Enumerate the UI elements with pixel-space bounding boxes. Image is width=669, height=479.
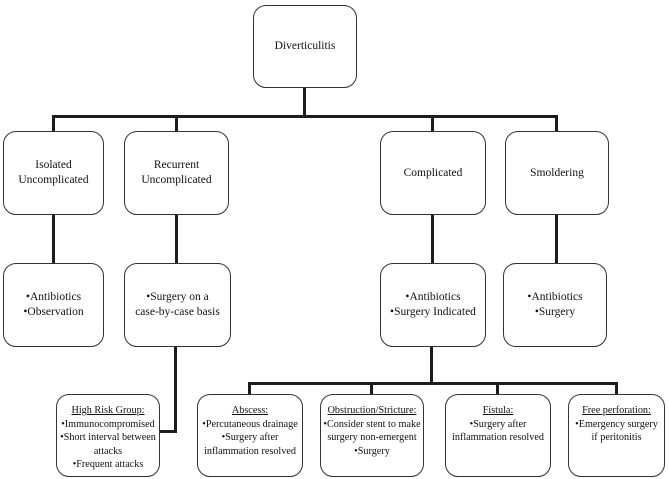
connector-drop-isolated [52,115,55,132]
connector-highrisk-vertical [174,346,177,433]
node-recurrent-uncomplicated: Recurrent Uncomplicated [124,131,229,215]
node-label-line: if peritonitis [591,432,642,443]
node-label-line: •Observation [23,306,84,318]
node-complicated-treatment: •Antibiotics •Surgery Indicated [380,263,486,347]
connector-drop-abscess [248,382,251,395]
connector-drop-free-perforation [615,382,618,395]
node-title: Obstruction/Stricture: [327,405,417,416]
node-label-line: •Percutaneous drainage [202,418,298,430]
connector-top-horizontal [52,115,558,118]
node-label-line: Recurrent [153,159,200,171]
node-obstruction-stricture: Obstruction/Stricture: •Consider stent t… [320,394,424,477]
connector-smoldering-treatment [555,214,558,264]
node-smoldering-treatment: •Antibiotics •Surgery [503,263,607,347]
node-label-line: attacks [93,445,123,457]
node-diverticulitis: Diverticulitis [253,5,357,88]
node-label-line: Isolated [35,159,72,171]
connector-bottom-horizontal [248,382,618,385]
node-title: Free perforation: [582,405,651,416]
connector-root-vertical [303,87,306,117]
node-label-line: surgery non-emergent [327,432,417,443]
node-isolated-treatment: •Antibiotics •Observation [3,263,104,347]
connector-drop-fistula [496,382,499,395]
node-label-line: •Surgery [534,306,576,318]
node-label-line: •Surgery after [221,432,279,443]
node-label-line: inflammation resolved [204,445,296,457]
node-title: Fistula: [482,405,514,416]
node-label-line: •Antibiotics [405,291,461,303]
node-label-line: •Antibiotics [25,291,82,303]
node-label-line: •Short interval between [60,432,156,443]
node-label-line: •Antibiotics [527,291,583,303]
node-label-line: •Consider stent to make [323,418,421,430]
node-isolated-uncomplicated: Isolated Uncomplicated [3,131,104,215]
node-title: High Risk Group: [71,405,145,416]
node-label: Smoldering [530,166,584,179]
connector-drop-smoldering [555,115,558,132]
node-label-line: •Surgery [354,445,390,457]
node-abscess: Abscess: •Percutaneous drainage •Surgery… [197,394,303,477]
node-complicated: Complicated [380,131,486,215]
node-title: Abscess: [231,405,269,416]
node-smoldering: Smoldering [505,131,609,215]
connector-drop-obstruction [370,382,373,395]
node-label-line: case-by-case basis [135,306,220,318]
connector-complicated-bottom-vertical [430,346,433,385]
connector-drop-complicated [431,115,434,132]
node-recurrent-treatment: •Surgery on a case-by-case basis [124,263,231,347]
connector-drop-recurrent [175,115,178,132]
connector-complicated-treatment [431,214,434,264]
node-high-risk-group: High Risk Group: •Immunocompromised •Sho… [56,394,160,477]
node-label-line: Uncomplicated [18,174,89,186]
node-label: Complicated [403,166,463,179]
node-label-line: Uncomplicated [141,174,212,186]
node-label-line: •Surgery Indicated [390,306,476,318]
node-free-perforation: Free perforation: •Emergency surgery if … [568,394,665,477]
node-label-line: •Emergency surgery [575,418,658,430]
node-fistula: Fistula: •Surgery after inflammation res… [445,394,551,477]
node-label: Diverticulitis [274,40,336,52]
node-label-line: •Surgery on a [146,291,209,303]
connector-highrisk-horizontal [159,430,177,433]
node-label-line: inflammation resolved [452,432,544,443]
connector-isolated-treatment [52,214,55,264]
node-label-line: •Immunocompromised [61,418,155,430]
node-label-line: •Frequent attacks [72,459,144,470]
connector-recurrent-treatment [175,214,178,264]
node-label-line: •Surgery after [469,418,527,430]
